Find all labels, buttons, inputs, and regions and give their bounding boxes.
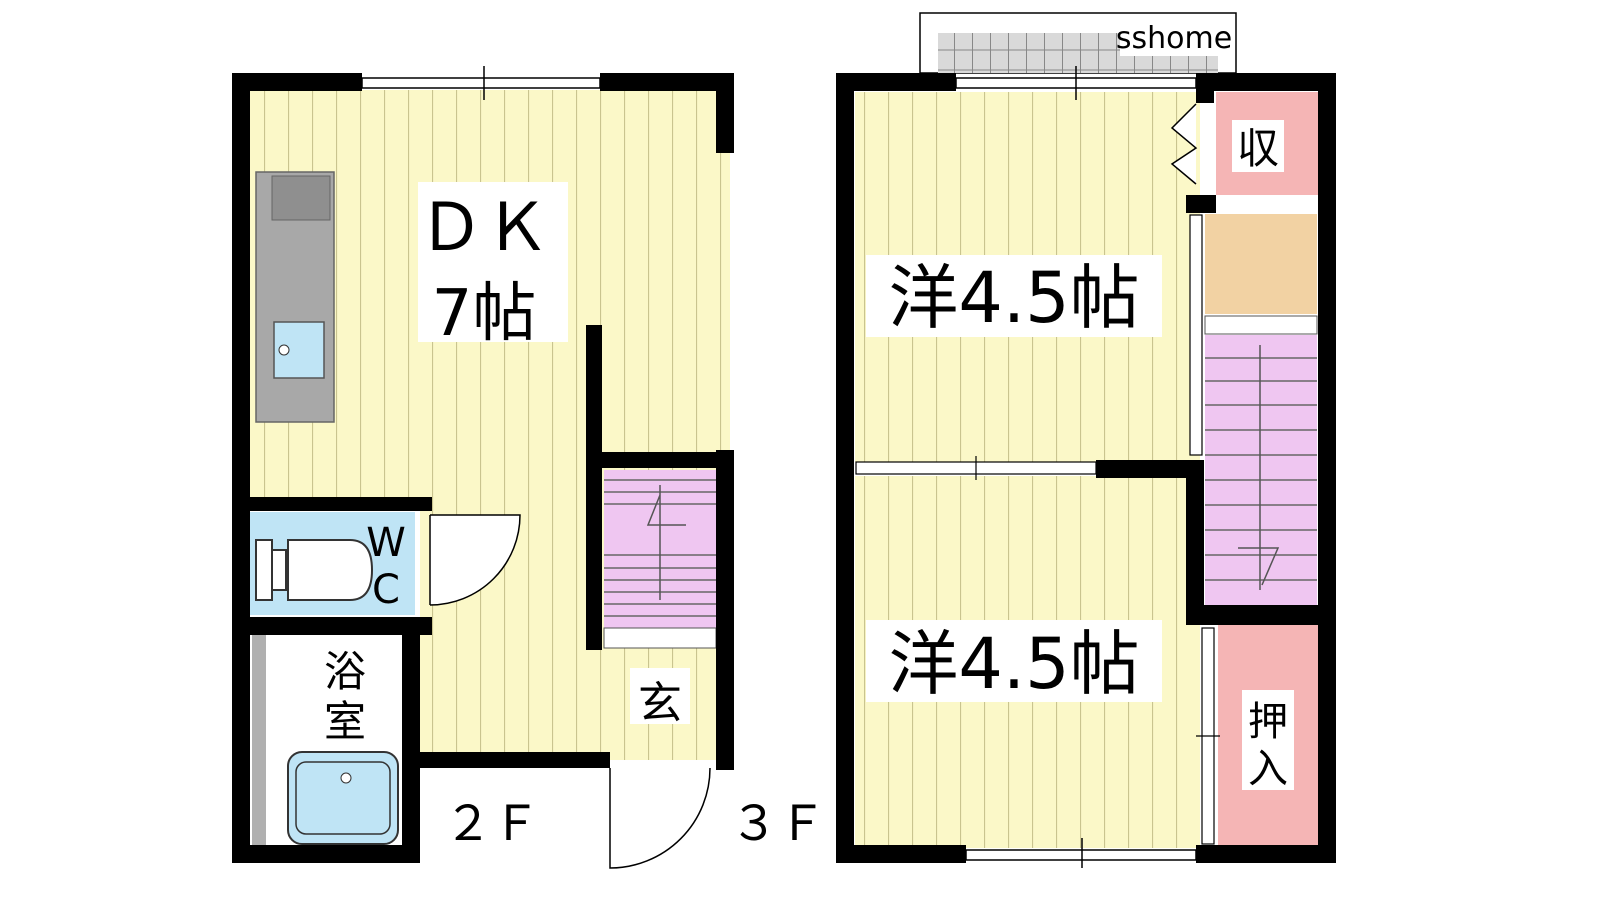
walls-2f xyxy=(232,73,734,863)
storage-door xyxy=(1170,103,1198,185)
entrance-door xyxy=(609,767,711,869)
stairs-3f xyxy=(1205,335,1317,605)
wc-door xyxy=(429,514,521,606)
bath-label-1: 浴 xyxy=(324,647,366,696)
shelf-area xyxy=(1205,214,1317,314)
dk-size-label: 7帖 xyxy=(432,277,537,351)
watermark: sshome xyxy=(1116,21,1232,56)
wc-label-w: W xyxy=(366,520,406,566)
closet-label-1: 押 xyxy=(1248,699,1288,745)
storage-label: 収 xyxy=(1237,124,1279,173)
western-room-lower-label: 洋4.5帖 xyxy=(888,623,1139,705)
bathtub-icon xyxy=(287,751,399,845)
floor-2f-label: ２Ｆ xyxy=(444,796,540,852)
western-room-upper-label: 洋4.5帖 xyxy=(888,257,1139,339)
kitchen-counter xyxy=(255,171,335,423)
toilet-icon xyxy=(255,539,374,601)
closet-label-2: 入 xyxy=(1248,746,1288,792)
floor-3f-label: ３Ｆ xyxy=(730,796,826,852)
wc-label-c: C xyxy=(372,567,400,613)
entrance-label: 玄 xyxy=(638,678,682,729)
dk-label: ＤＫ xyxy=(418,189,550,266)
floor-2f xyxy=(232,66,734,869)
bath-label-2: 室 xyxy=(324,697,366,746)
walls-3f xyxy=(836,73,1336,863)
